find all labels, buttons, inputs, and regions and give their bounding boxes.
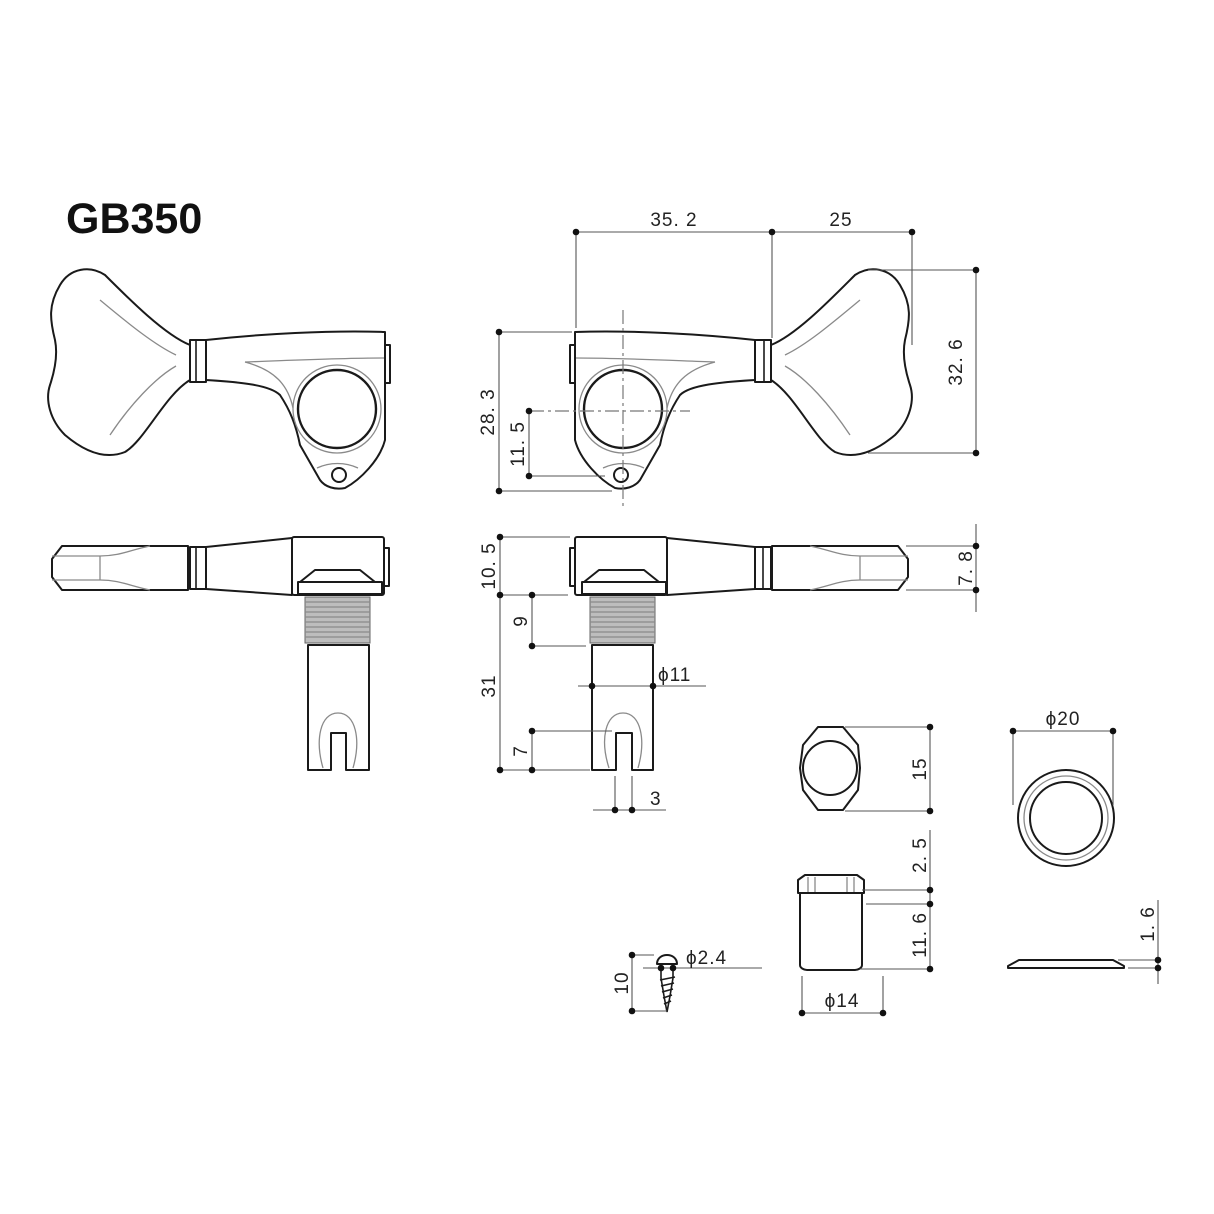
screw-view: [656, 954, 678, 1013]
dim-bushing-diameter: ϕ14: [825, 991, 860, 1012]
dim-housing-thickness: 10. 5: [479, 542, 500, 589]
dimension-group-washer: ϕ20 1. 6: [1009, 709, 1162, 984]
dim-screw-length: 10: [612, 971, 633, 994]
dim-screw-diameter: ϕ2.4: [686, 948, 727, 969]
tuner-front-view-right: [530, 268, 913, 510]
washer-side-view: [1007, 959, 1125, 969]
dim-slot-width: 3: [650, 789, 662, 810]
dim-button-height: 32. 6: [946, 338, 967, 385]
dim-housing-height: 28. 3: [478, 388, 499, 435]
tuner-front-view-left: [47, 268, 391, 490]
washer-top-view: [1017, 769, 1115, 867]
dimension-group-side: 10. 5 7. 8 9 31 ϕ11 7 3: [479, 524, 980, 814]
dim-bushing-hex: 15: [910, 757, 931, 780]
dim-housing-width: 35. 2: [650, 210, 697, 231]
dim-button-thickness: 7. 8: [956, 550, 977, 586]
dim-post-diameter: ϕ11: [658, 665, 691, 686]
dim-bushing-flange: 2. 5: [910, 837, 931, 873]
dim-washer-thickness: 1. 6: [1138, 906, 1159, 942]
bushing-side-view: [797, 874, 865, 971]
tuner-side-view-right: [569, 536, 909, 771]
dim-thread-length: 9: [511, 615, 532, 627]
model-title: GB350: [66, 195, 203, 243]
dim-post-length: 31: [479, 674, 500, 697]
dim-washer-diameter: ϕ20: [1046, 709, 1081, 730]
dimension-group-bushing: 15 2. 5 11. 6 ϕ14: [798, 723, 934, 1017]
dim-post-center-height: 11. 5: [508, 421, 529, 467]
dim-slot-depth: 7: [511, 745, 532, 757]
dimension-group-front: 35. 2 25 32. 6 28. 3 11. 5: [478, 210, 980, 495]
tuner-side-view-left: [51, 536, 390, 771]
dim-bushing-height: 11. 6: [910, 912, 931, 958]
dimension-group-screw: 10 ϕ2.4: [612, 948, 762, 1015]
bushing-top-view: [799, 726, 861, 811]
dim-button-length: 25: [829, 210, 852, 231]
